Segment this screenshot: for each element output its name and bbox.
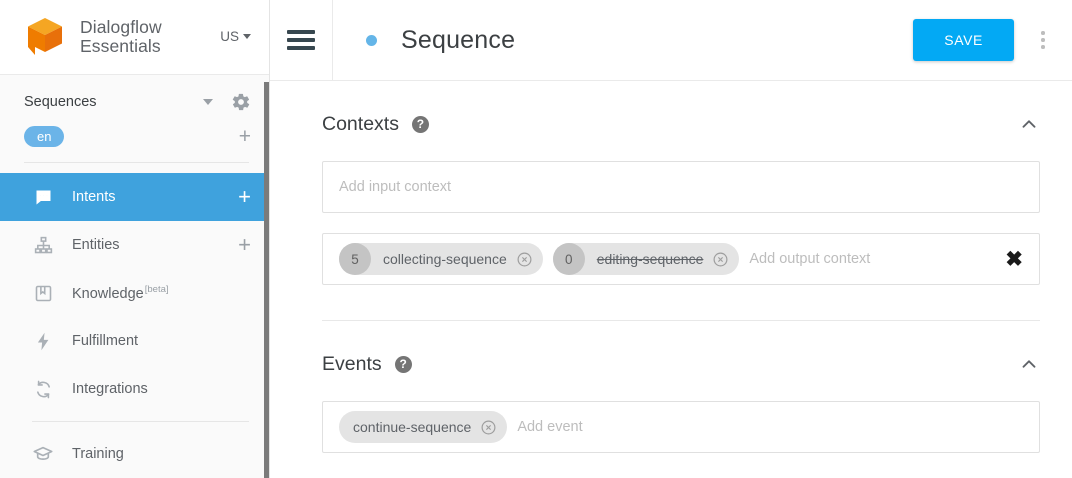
context-chip-label: editing-sequence [596, 251, 704, 267]
main-panel: Sequence SAVE Contexts ? [270, 0, 1072, 478]
add-intent-plus-icon[interactable]: + [238, 184, 251, 210]
add-entity-plus-icon[interactable]: + [238, 232, 251, 258]
sidebar-divider [24, 162, 249, 164]
more-options-icon[interactable] [1032, 23, 1054, 57]
help-icon[interactable]: ? [394, 355, 412, 373]
page-title: Sequence [401, 25, 516, 54]
knowledge-book-icon [32, 282, 54, 304]
region-selector[interactable]: US [220, 29, 255, 44]
fulfillment-bolt-icon [32, 330, 54, 352]
topbar: Sequence SAVE [270, 0, 1072, 81]
gear-icon[interactable] [231, 92, 251, 112]
integrations-sync-icon [32, 378, 54, 400]
brand-header[interactable]: Dialogflow Essentials US [0, 0, 269, 75]
status-dot [366, 34, 377, 46]
output-context-chip[interactable]: 5 collecting-sequence [339, 243, 543, 275]
output-context-field[interactable]: 5 collecting-sequence 0 editing-sequence [322, 233, 1040, 285]
beta-badge: [beta] [144, 284, 169, 296]
output-context-chip[interactable]: 0 editing-sequence [552, 243, 740, 275]
sidebar-item-fulfillment[interactable]: Fulfillment [0, 317, 269, 365]
intent-editor-content: Contexts ? Add input context 5 collectin… [270, 81, 1072, 453]
contexts-header: Contexts ? [322, 107, 1040, 141]
contexts-title: Contexts [322, 112, 399, 135]
remove-circle-icon[interactable] [480, 419, 497, 436]
context-lifespan-badge[interactable]: 0 [552, 243, 585, 275]
sidebar-item-intents[interactable]: Intents + [0, 173, 269, 222]
sidebar: Dialogflow Essentials US Sequences en + [0, 0, 270, 478]
brand-name-line2: Essentials [80, 35, 161, 56]
event-chip[interactable]: continue-sequence [339, 411, 508, 443]
chevron-up-icon[interactable] [1018, 353, 1040, 375]
sidebar-nav: Intents + Entities + [0, 173, 269, 478]
hamburger-menu-icon[interactable] [270, 0, 332, 80]
section-divider [322, 320, 1040, 321]
region-label: US [220, 29, 239, 45]
remove-circle-icon[interactable] [516, 251, 533, 268]
dialogflow-cube-logo [22, 14, 68, 60]
events-section: Events ? continue-sequence [322, 321, 1040, 453]
caret-down-icon[interactable] [203, 99, 213, 106]
sidebar-item-label: Fulfillment [72, 333, 139, 350]
brand-name-line1: Dialogflow [80, 16, 162, 37]
input-context-placeholder: Add input context [339, 179, 452, 195]
sidebar-item-knowledge[interactable]: Knowledge[beta] [0, 269, 269, 317]
sidebar-item-label: Knowledge[beta] [72, 284, 169, 302]
language-row: en + [0, 120, 269, 153]
event-placeholder: Add event [517, 419, 583, 435]
sidebar-item-label: Training [72, 446, 124, 463]
contexts-section: Contexts ? Add input context 5 collectin… [322, 81, 1040, 321]
language-chip-en[interactable]: en [24, 125, 65, 147]
sidebar-item-training[interactable]: Training [0, 430, 269, 478]
sidebar-item-label: Integrations [72, 381, 148, 398]
agent-name: Sequences [24, 94, 97, 111]
caret-down-icon [243, 34, 251, 40]
add-language-plus-icon[interactable]: + [238, 124, 251, 148]
sidebar-item-integrations[interactable]: Integrations [0, 365, 269, 413]
remove-circle-icon[interactable] [712, 251, 729, 268]
context-lifespan-badge[interactable]: 5 [339, 243, 371, 275]
topbar-divider [332, 0, 333, 81]
sidebar-item-entities[interactable]: Entities + [0, 221, 269, 269]
agent-selector[interactable]: Sequences [0, 85, 269, 120]
events-field[interactable]: continue-sequence Add event [322, 401, 1040, 453]
brand-name: Dialogflow Essentials [80, 16, 162, 56]
events-header: Events ? [322, 347, 1040, 381]
sidebar-item-label: Intents [72, 189, 116, 206]
sidebar-divider [32, 421, 249, 423]
chevron-up-icon[interactable] [1018, 113, 1040, 135]
sidebar-item-label: Entities [72, 237, 120, 254]
events-title: Events [322, 352, 382, 375]
event-chip-label: continue-sequence [353, 419, 472, 435]
output-context-placeholder: Add output context [749, 251, 871, 267]
input-context-field[interactable]: Add input context [322, 161, 1040, 213]
sidebar-scrollbar[interactable] [264, 82, 269, 478]
help-icon[interactable]: ? [411, 115, 429, 133]
save-button[interactable]: SAVE [913, 19, 1014, 61]
close-x-icon[interactable]: ✖ [1005, 247, 1023, 271]
training-cap-icon [32, 443, 54, 465]
intents-chat-icon [32, 186, 54, 208]
context-chip-label: collecting-sequence [383, 251, 507, 267]
entities-tree-icon [32, 234, 54, 256]
